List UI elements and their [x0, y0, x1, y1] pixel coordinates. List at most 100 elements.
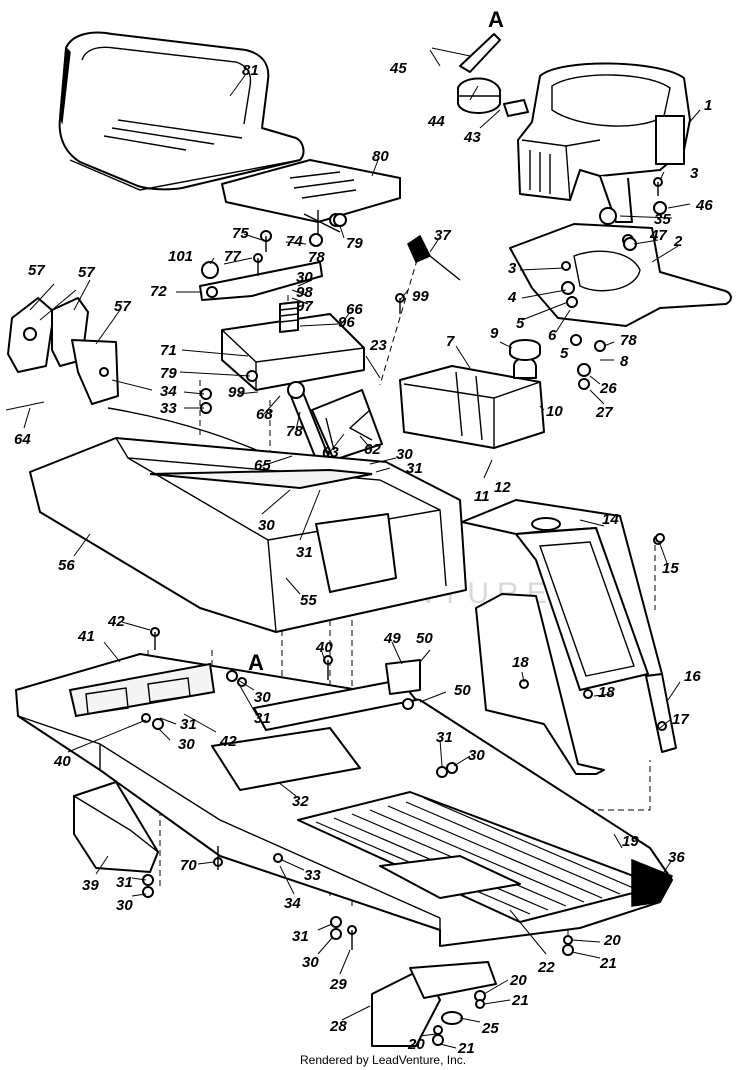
callout-70: 70	[180, 857, 197, 874]
callout-31-d: 31	[180, 716, 197, 733]
callout-10: 10	[546, 403, 563, 420]
callout-98: 98	[296, 284, 313, 301]
callout-21-c: 21	[457, 1040, 475, 1057]
callout-16: 16	[684, 668, 701, 685]
side-skirt	[73, 781, 159, 873]
reference-letter-top: A	[488, 7, 504, 32]
callout-5: 5	[516, 315, 525, 332]
callout-22: 22	[537, 959, 555, 976]
callout-26: 26	[599, 380, 617, 397]
callout-75: 75	[232, 225, 249, 242]
callout-29: 29	[329, 976, 347, 993]
callout-17: 17	[672, 711, 689, 728]
callout-30-b: 30	[396, 446, 413, 463]
callout-45: 45	[389, 60, 407, 77]
callout-30-e: 30	[178, 736, 195, 753]
callout-40-b: 40	[53, 753, 71, 770]
shift-lever-assembly	[287, 381, 383, 465]
callout-12: 12	[494, 479, 511, 496]
callout-97: 97	[296, 298, 313, 315]
callout-30-d: 30	[254, 689, 271, 706]
callout-20-c: 20	[407, 1036, 425, 1053]
callout-30-c: 30	[258, 517, 275, 534]
hardware-fasteners	[141, 177, 674, 1046]
seat-support-bracket	[199, 261, 365, 391]
callout-47: 47	[649, 227, 667, 244]
callout-2: 2	[673, 233, 683, 250]
callout-79-b: 79	[160, 365, 177, 382]
ignition-switch	[407, 234, 461, 281]
callout-14: 14	[602, 511, 619, 528]
callout-44: 44	[427, 113, 445, 130]
callout-74: 74	[286, 233, 303, 250]
callout-21: 21	[599, 955, 617, 972]
callout-40: 40	[315, 639, 333, 656]
callout-20-b: 20	[509, 972, 527, 989]
callout-31-f: 31	[116, 874, 133, 891]
callout-33: 33	[160, 400, 177, 417]
callout-57-b: 57	[78, 264, 95, 281]
callout-31-c: 31	[254, 710, 271, 727]
callout-31-e: 31	[436, 729, 453, 746]
callout-30-h: 30	[302, 954, 319, 971]
mat-ribs	[315, 797, 639, 915]
callout-37: 37	[434, 227, 451, 244]
callout-33-b: 33	[304, 867, 321, 884]
callout-78: 78	[308, 249, 325, 266]
callout-42: 42	[107, 613, 125, 630]
callout-31-g: 31	[292, 928, 309, 945]
rear-guard	[371, 961, 497, 1047]
callout-57-a: 57	[28, 262, 45, 279]
callout-30-g: 30	[116, 897, 133, 914]
reference-letter-frame: A	[248, 650, 264, 675]
callout-50-b: 50	[454, 682, 471, 699]
callout-31-b: 31	[296, 544, 313, 561]
callout-49: 49	[383, 630, 401, 647]
callout-9: 9	[490, 325, 499, 342]
callout-3-b: 3	[508, 260, 517, 277]
callout-43: 43	[463, 129, 481, 146]
rear-fender	[461, 499, 677, 775]
callout-81: 81	[242, 62, 259, 79]
callout-27: 27	[595, 404, 613, 421]
seat	[58, 31, 305, 191]
callout-numbers: 81 80 75 74 78 79 101 77 30 72 98 97 99 …	[14, 60, 713, 1057]
callout-42-b: 42	[219, 733, 237, 750]
callout-18: 18	[512, 654, 529, 671]
callout-72: 72	[150, 283, 167, 300]
callout-57-c: 57	[114, 298, 131, 315]
callout-8: 8	[620, 353, 629, 370]
callout-66: 66	[346, 301, 363, 318]
callout-96: 96	[338, 314, 355, 331]
callout-78-b: 78	[286, 423, 303, 440]
callout-55: 55	[300, 592, 317, 609]
callout-3: 3	[690, 165, 699, 182]
callout-77: 77	[224, 248, 241, 265]
callout-18-b: 18	[598, 684, 615, 701]
callout-63: 63	[322, 444, 339, 461]
engine	[517, 62, 691, 225]
callout-35: 35	[654, 211, 671, 228]
callout-50: 50	[416, 630, 433, 647]
callout-64: 64	[14, 431, 31, 448]
callout-23: 23	[369, 337, 387, 354]
side-brackets	[5, 297, 119, 411]
fuel-tank	[399, 339, 545, 449]
callout-5-b: 5	[560, 345, 569, 362]
callout-1: 1	[704, 97, 712, 114]
callout-25: 25	[481, 1020, 499, 1037]
callout-19: 19	[622, 833, 639, 850]
callout-11: 11	[474, 488, 490, 505]
callout-31: 31	[406, 460, 423, 477]
callout-101: 101	[168, 248, 193, 265]
callout-20: 20	[603, 932, 621, 949]
frame-brackets	[211, 659, 421, 791]
callout-41: 41	[77, 628, 95, 645]
floor-mat	[297, 791, 661, 923]
callout-21-b: 21	[511, 992, 529, 1009]
callout-34-b: 34	[284, 895, 301, 912]
throttle-control	[431, 33, 529, 117]
callout-56: 56	[58, 557, 75, 574]
callout-78-c: 78	[620, 332, 637, 349]
